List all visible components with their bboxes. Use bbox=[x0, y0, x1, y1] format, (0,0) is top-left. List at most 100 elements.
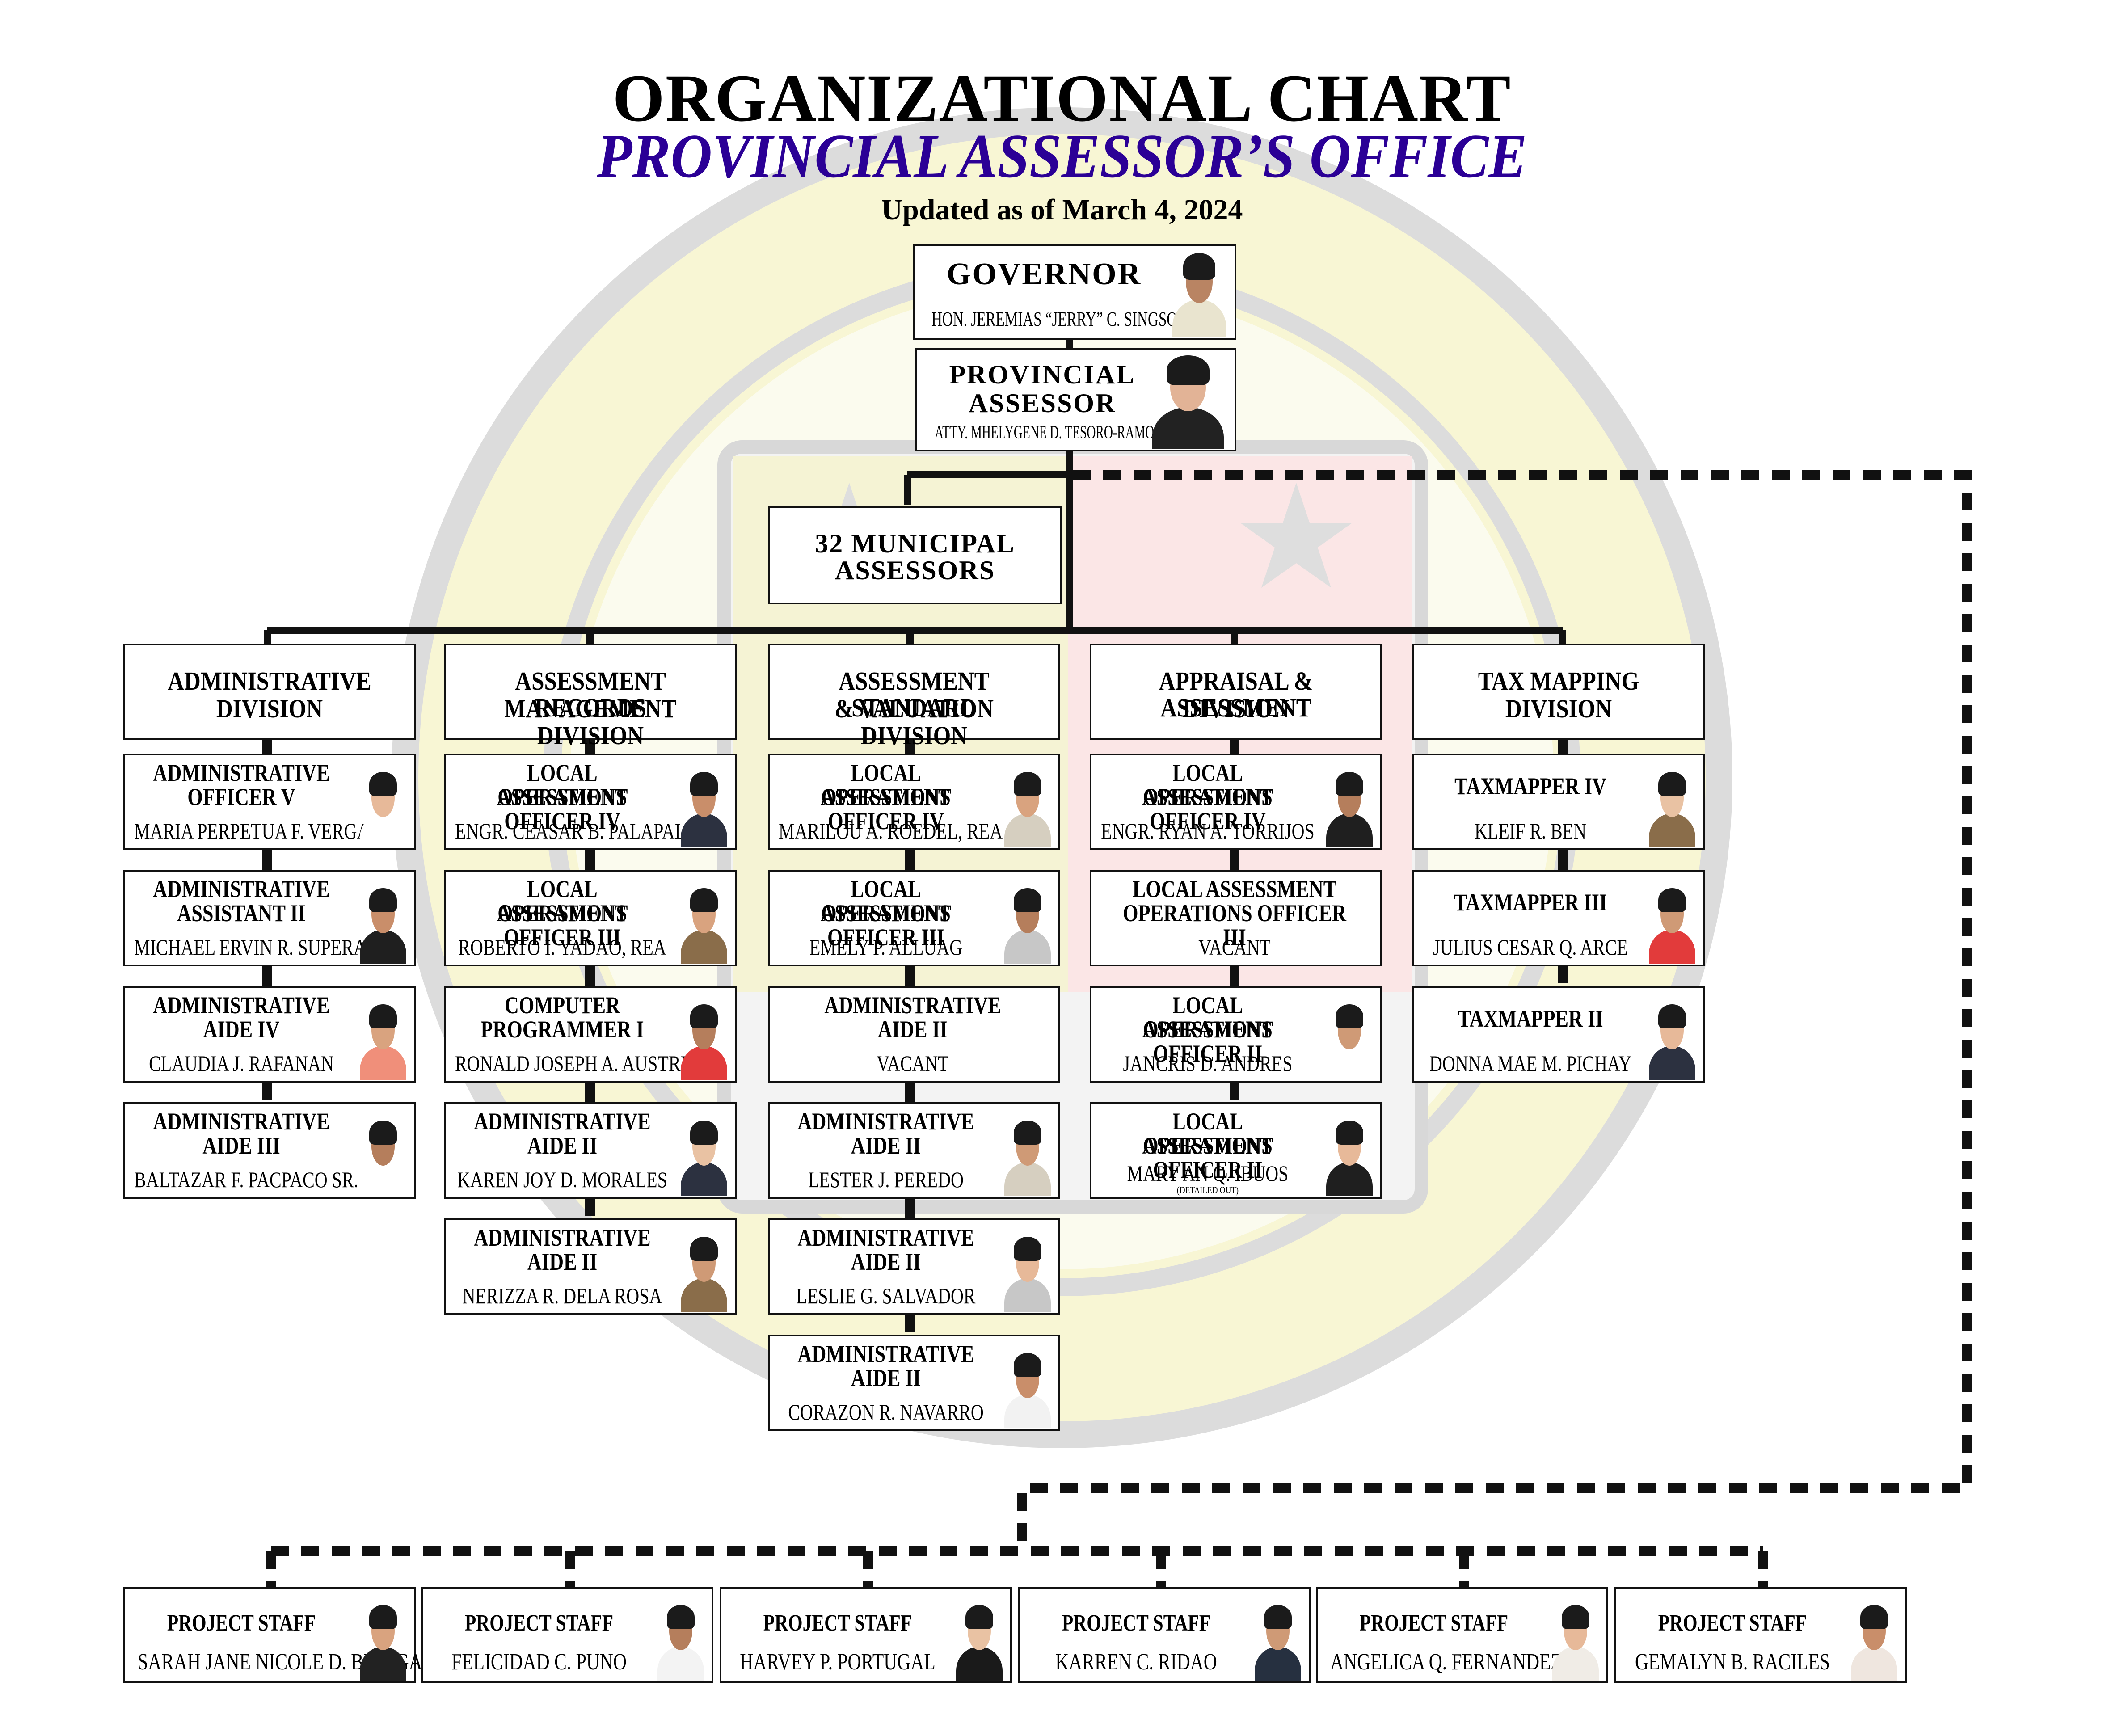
division-name-line1: ADMINISTRATIVE bbox=[168, 666, 371, 695]
position-title-line2: OPERATIONS OFFICER IV bbox=[821, 784, 951, 834]
page-title: ORGANIZATIONAL CHART bbox=[612, 61, 1512, 135]
staff-photo bbox=[675, 1116, 733, 1196]
project-staff-name: GEMALYN B. RACILES bbox=[1635, 1649, 1830, 1675]
staff-note: (DETAILED OUT) bbox=[1177, 1184, 1239, 1196]
staff-name: VACANT bbox=[877, 1051, 949, 1076]
position-title-line2: AIDE III bbox=[202, 1132, 280, 1159]
project-staff-photo bbox=[1547, 1600, 1605, 1681]
position-title: LOCAL ASSESSMENT bbox=[820, 876, 952, 927]
position-title-line2: OPERATIONS OFFICER IV bbox=[497, 784, 627, 834]
position-title: ADMINISTRATIVE bbox=[153, 992, 330, 1019]
position-title: TAXMAPPER IV bbox=[1454, 773, 1606, 800]
position-title-line2: OFFICER V bbox=[187, 784, 295, 810]
staff-name: DONNA MAE M. PICHAY bbox=[1429, 1051, 1631, 1076]
position-title: LOCAL ASSESSMENT bbox=[1142, 759, 1273, 810]
staff-photo bbox=[354, 767, 412, 847]
position-title-line2: AIDE II bbox=[851, 1132, 921, 1159]
position-title: ADMINISTRATIVE bbox=[797, 1108, 974, 1135]
position-title: ADMINISTRATIVE bbox=[474, 1224, 651, 1251]
position-title: TAXMAPPER II bbox=[1458, 1005, 1603, 1032]
staff-box: TAXMAPPER IV KLEIF R. BEN bbox=[1412, 754, 1705, 850]
position-title-line2: OPERATIONS OFFICER II bbox=[1143, 1132, 1273, 1183]
staff-name: EMELY P. ALLUAG bbox=[809, 935, 963, 960]
staff-photo bbox=[1320, 999, 1378, 1080]
division-name-line2: DIVISION bbox=[216, 694, 323, 723]
staff-name: ENGR. CEASAR B. PALAPALA bbox=[455, 818, 699, 843]
project-staff-photo bbox=[1845, 1600, 1903, 1681]
municipal-assessors-box: 32 MUNICIPAL ASSESSORS bbox=[768, 506, 1062, 604]
staff-name: KLEIF R. BEN bbox=[1475, 818, 1586, 843]
staff-name: NERIZZA R. DELA ROSA bbox=[462, 1283, 662, 1308]
position-title: LOCAL ASSESSMENT bbox=[497, 876, 628, 927]
governor-name: HON. JEREMIAS “JERRY” C. SINGSON bbox=[931, 308, 1188, 330]
position-title-line2: AIDE II bbox=[851, 1365, 921, 1391]
position-title-line2: AIDE II bbox=[527, 1248, 598, 1275]
project-staff-title: PROJECT STAFF bbox=[464, 1610, 614, 1636]
governor-title: GOVERNOR bbox=[946, 257, 1142, 291]
division-name-line2: & VALUATION DIVISION bbox=[834, 694, 994, 750]
staff-name: MARY AN Q. IBUOS bbox=[1127, 1161, 1289, 1186]
position-title: ADMINISTRATIVE bbox=[474, 1108, 651, 1135]
position-title: ADMINISTRATIVE bbox=[153, 876, 330, 902]
project-staff-name: HARVEY P. PORTUGAL bbox=[740, 1649, 936, 1675]
position-title-line2: PROGRAMMER I bbox=[480, 1016, 644, 1043]
position-title-line2: OPERATIONS OFFICER II bbox=[1143, 1016, 1273, 1067]
division-name-line1: ASSESSMENT RECORDS bbox=[515, 666, 666, 722]
staff-name: CORAZON R. NAVARRO bbox=[788, 1399, 984, 1424]
project-staff-name: ANGELICA Q. FERNANDEZ bbox=[1330, 1649, 1562, 1675]
position-title: COMPUTER bbox=[504, 992, 620, 1019]
project-staff-title: PROJECT STAFF bbox=[1062, 1610, 1211, 1636]
division-box-3: ASSESSMENT STANDARD& VALUATION DIVISION bbox=[768, 644, 1060, 749]
division-name-line1: APPRAISAL & ASSESSMENT bbox=[1159, 666, 1313, 722]
staff-photo bbox=[1643, 767, 1701, 847]
staff-photo bbox=[354, 1116, 412, 1196]
staff-photo bbox=[999, 883, 1057, 964]
project-staff-name: FELICIDAD C. PUNO bbox=[451, 1649, 627, 1675]
staff-box: TAXMAPPER II DONNA MAE M. PICHAY bbox=[1412, 986, 1705, 1083]
staff-name: JANCRIS D. ANDRES bbox=[1123, 1051, 1293, 1076]
division-name-line1: ASSESSMENT STANDARD bbox=[839, 666, 990, 722]
staff-name: MARILOU A. ROEDEL, REA bbox=[779, 818, 1003, 843]
position-title-line2: ASSISTANT II bbox=[177, 900, 306, 927]
project-staff-title: PROJECT STAFF bbox=[167, 1610, 316, 1636]
assessor-name: ATTY. MHELYGENE D. TESORO-RAMOS, REA bbox=[935, 422, 1193, 443]
staff-name: ROBERTO I. YADAO, REA bbox=[458, 935, 666, 960]
project-staff-photo bbox=[1249, 1600, 1307, 1681]
governor-photo bbox=[1166, 248, 1233, 337]
municipal-line2: ASSESSORS bbox=[834, 556, 995, 585]
project-staff-title: PROJECT STAFF bbox=[1658, 1610, 1807, 1636]
position-title: TAXMAPPER III bbox=[1454, 889, 1607, 916]
provincial-assessor-box: PROVINCIAL ASSESSOR ATTY. MHELYGENE D. T… bbox=[915, 348, 1236, 451]
assessor-title-line2: ASSESSOR bbox=[968, 388, 1117, 418]
position-title: LOCAL ASSESSMENT bbox=[1142, 992, 1273, 1043]
staff-photo bbox=[675, 883, 733, 964]
division-name-line2: DIVISION bbox=[1182, 694, 1290, 723]
project-staff-box: PROJECT STAFF FELICIDAD C. PUNO bbox=[421, 1587, 713, 1683]
staff-photo bbox=[1320, 1116, 1378, 1196]
position-title-line2: OPERATIONS OFFICER III bbox=[497, 900, 627, 951]
project-staff-box: PROJECT STAFF GEMALYN B. RACILES bbox=[1614, 1587, 1907, 1683]
staff-photo bbox=[1320, 767, 1378, 847]
division-name-line2: MANAGEMENT DIVISION bbox=[504, 694, 677, 750]
office-name: PROVINCIAL ASSESSOR’S OFFICE bbox=[597, 122, 1527, 191]
